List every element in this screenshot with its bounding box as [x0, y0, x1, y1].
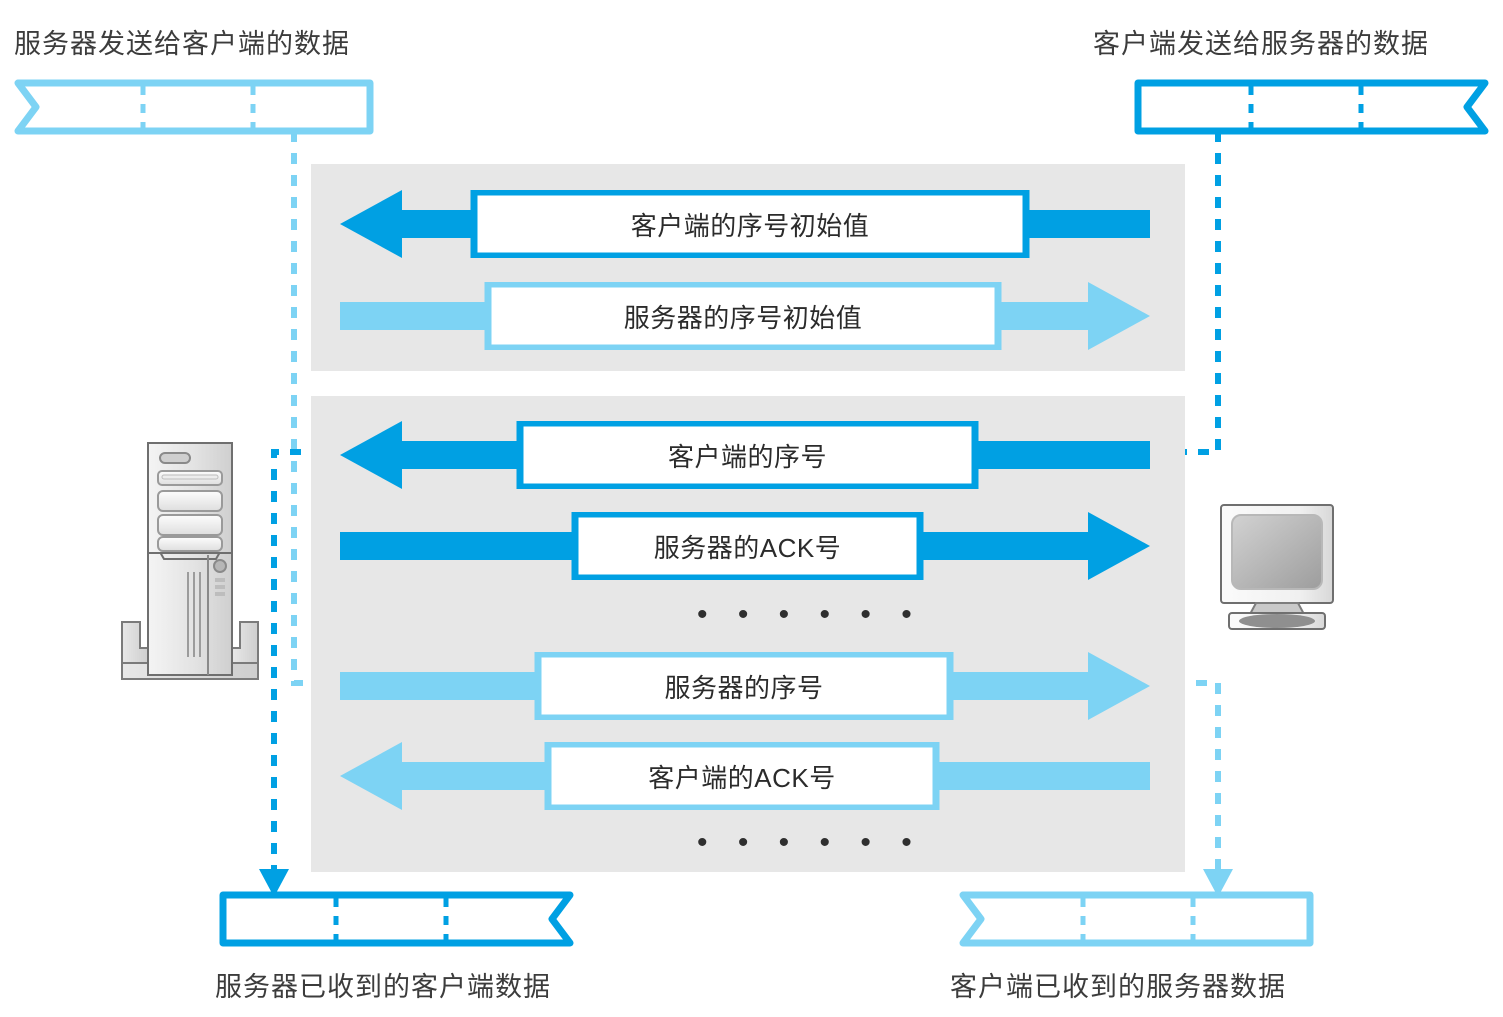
- arrow-server-ack-label: 服务器的ACK号: [653, 532, 842, 563]
- arrow-server-ack-label-wrap: 服务器的ACK号: [575, 514, 920, 578]
- ellipsis-after-ack: • • • • • •: [697, 598, 923, 631]
- bottom-left-caption: 服务器已收到的客户端数据: [215, 972, 551, 1002]
- arrow-client-seq-label-wrap: 客户端的序号: [520, 423, 975, 487]
- arrow-client-ack: [340, 742, 1150, 810]
- arrow-server-initial-seq-label: 服务器的序号初始值: [623, 302, 863, 333]
- arrow-server-initial-seq: [340, 282, 1150, 350]
- client-monitor-icon: [1220, 504, 1334, 630]
- top-right-caption: 客户端发送给服务器的数据: [1093, 29, 1429, 59]
- arrow-server-seq-label-wrap: 服务器的序号: [538, 654, 950, 718]
- arrow-client-ack-label-wrap: 客户端的ACK号: [548, 744, 936, 808]
- arrow-server-seq: [340, 652, 1150, 720]
- arrow-client-seq: [340, 421, 1150, 489]
- arrow-server-ack: [340, 512, 1150, 580]
- server-tower-icon: [121, 442, 259, 680]
- arrow-client-initial-seq-label-wrap: 客户端的序号初始值: [474, 192, 1026, 256]
- client-received-data-bar: [959, 891, 1314, 947]
- server-received-data-bar: [219, 891, 574, 947]
- arrow-client-initial-seq-label: 客户端的序号初始值: [630, 210, 870, 241]
- server-outgoing-data-bar: [14, 79, 374, 135]
- arrow-server-seq-label: 服务器的序号: [664, 672, 824, 703]
- arrow-client-ack-label: 客户端的ACK号: [648, 762, 836, 793]
- ellipsis-after-client-ack: • • • • • •: [697, 826, 923, 859]
- arrow-server-initial-seq-label-wrap: 服务器的序号初始值: [488, 284, 998, 348]
- top-left-caption: 服务器发送给客户端的数据: [14, 29, 350, 59]
- arrow-client-seq-label: 客户端的序号: [667, 441, 827, 472]
- client-outgoing-data-bar: [1134, 79, 1489, 135]
- bottom-right-caption: 客户端已收到的服务器数据: [950, 972, 1286, 1002]
- arrow-client-initial-seq: [340, 190, 1150, 258]
